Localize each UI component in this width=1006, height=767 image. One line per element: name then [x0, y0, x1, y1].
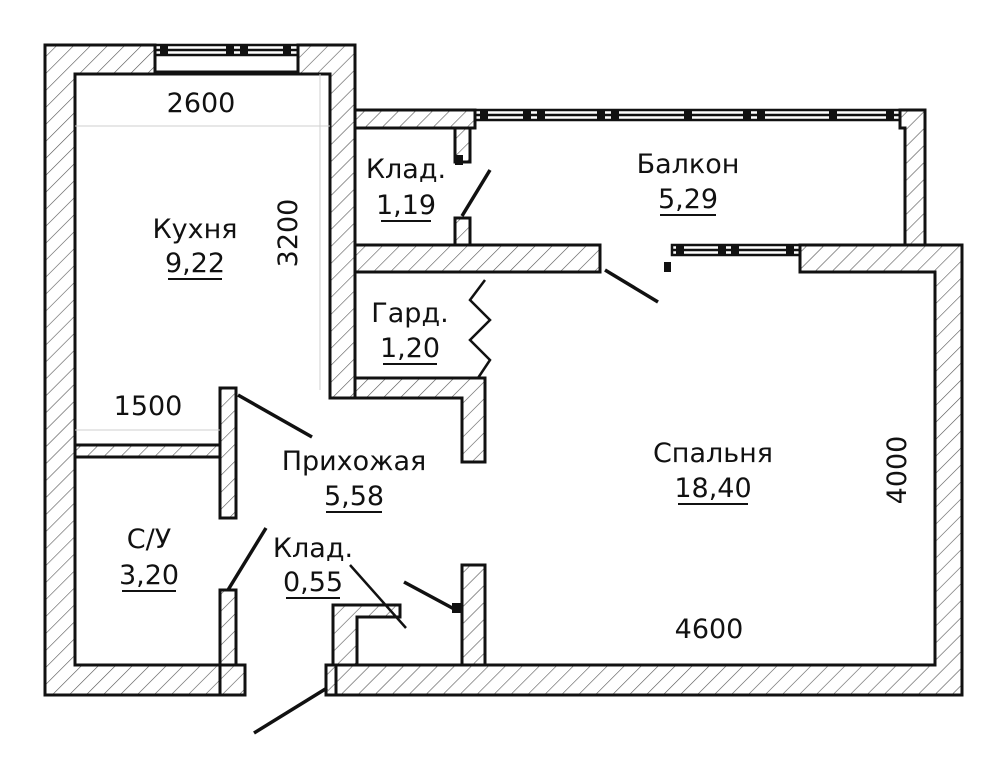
- balcony-area: 5,29: [658, 184, 718, 215]
- wall-hall-left-upper: [218, 386, 238, 520]
- kitchen-area: 9,22: [165, 248, 225, 279]
- bathroom-name: С/У: [127, 524, 171, 555]
- door-bathroom: [226, 527, 268, 591]
- dim-kitchen-width: 2600: [167, 88, 236, 119]
- wall-storage-top: [353, 108, 477, 130]
- wall-small-storage-stub: [324, 663, 338, 697]
- bedroom-name: Спальня: [653, 438, 773, 469]
- storage2-leader-line: [349, 564, 407, 629]
- wardrobe-name: Гард.: [371, 298, 448, 329]
- kitchen-name: Кухня: [152, 214, 237, 245]
- wardrobe-area: 1,20: [380, 333, 440, 364]
- storage1-name: Клад.: [366, 154, 446, 185]
- wall-wardrobe-bottom: [353, 376, 487, 464]
- hallway-name: Прихожая: [282, 446, 427, 477]
- walls: [43, 43, 964, 697]
- window-kitchen: [153, 43, 300, 57]
- dim-kitchen-depth: 3200: [273, 199, 304, 268]
- wall-small-storage: [331, 603, 402, 667]
- dim-bedroom-width: 4600: [675, 614, 744, 645]
- wall-storage-right-lower: [453, 216, 472, 248]
- storage2-area: 0,55: [283, 567, 343, 598]
- door-kitchen: [237, 393, 313, 439]
- wall-bath-bottom-stub: [218, 663, 247, 697]
- wall-mid-horizontal: [353, 243, 602, 274]
- wardrobe-sliding-door: [468, 279, 492, 379]
- bathroom-area: 3,20: [119, 560, 179, 591]
- dim-kitchen-bottom: 1500: [114, 391, 183, 422]
- doors: [226, 155, 659, 735]
- door-small-storage: [403, 580, 457, 612]
- balcony-name: Балкон: [637, 149, 740, 180]
- guides: [75, 74, 330, 431]
- bedroom-area: 18,40: [674, 473, 751, 504]
- door-storage1: [460, 169, 492, 217]
- storage2-name: Клад.: [273, 533, 353, 564]
- wall-balcony-right: [898, 108, 927, 247]
- wall-kitchen-bath-divider: [73, 443, 225, 459]
- room-labels: Кухня 9,22 Клад. 1,19 Балкон 5,29 Гард. …: [119, 149, 773, 599]
- dimension-labels: 2600 3200 1500 4000 4600: [114, 88, 913, 645]
- door-entrance: [253, 686, 328, 735]
- wall-bedroom-left-lower: [460, 563, 487, 667]
- hallway-area: 5,58: [324, 481, 384, 512]
- door-balcony: [604, 268, 659, 304]
- wall-hall-left-lower: [218, 588, 238, 677]
- windows: [153, 43, 902, 272]
- dim-bedroom-depth: 4000: [882, 436, 913, 505]
- window-balcony: [473, 108, 902, 122]
- storage1-area: 1,19: [376, 190, 436, 221]
- window-balcony-door: [664, 243, 802, 272]
